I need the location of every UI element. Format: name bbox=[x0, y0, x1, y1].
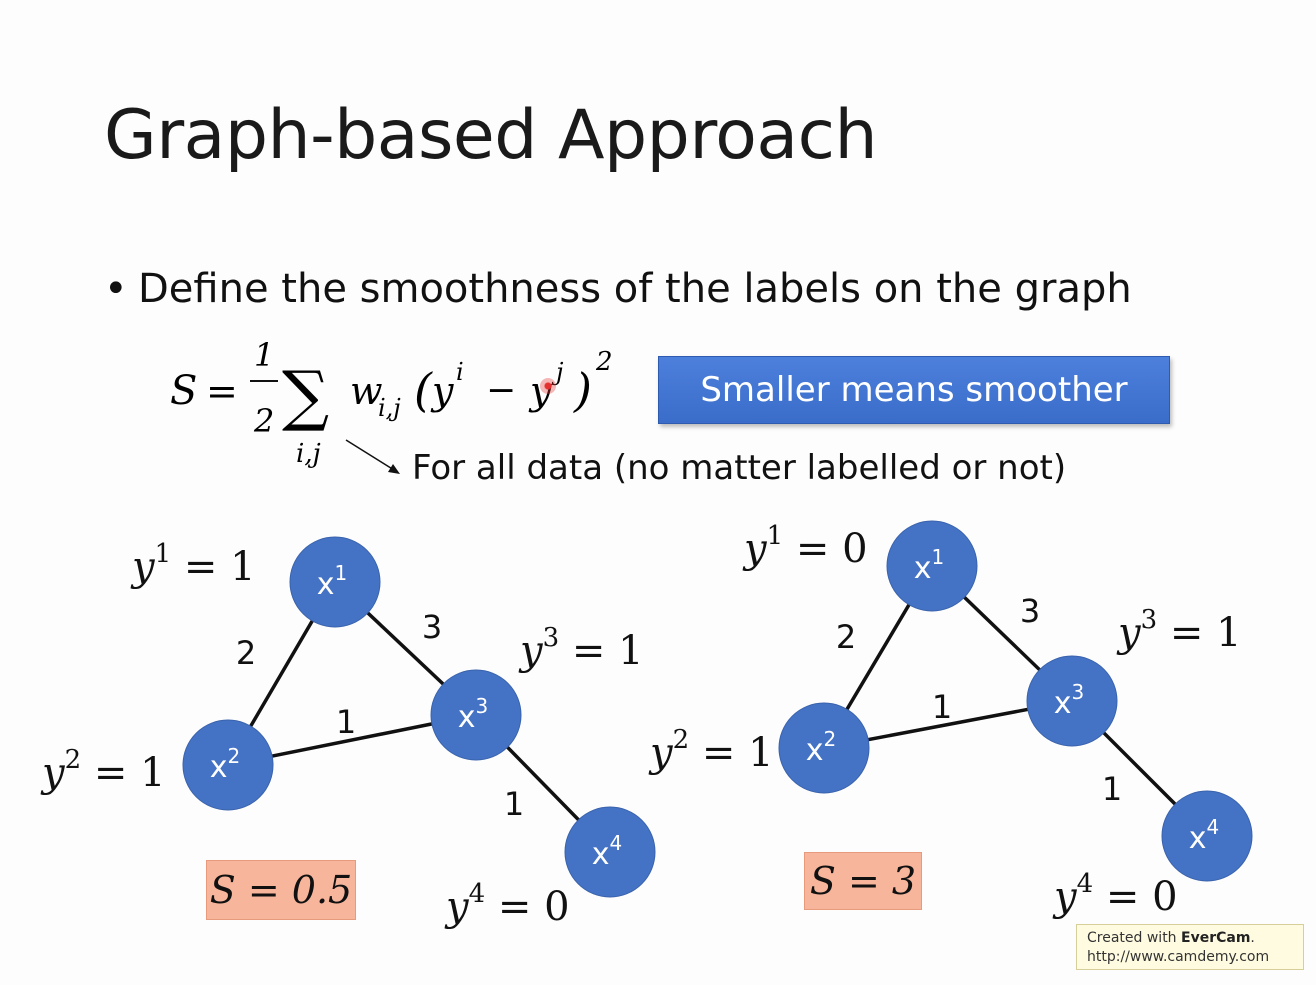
formula-fraction-numerator: 1 bbox=[254, 336, 274, 374]
node-label: x3 bbox=[458, 694, 489, 735]
formula-sigma-subscript: i,j bbox=[296, 439, 321, 469]
smoother-callout: Smaller means smoother bbox=[658, 356, 1170, 424]
formula-yi-superscript: i bbox=[456, 358, 464, 386]
graph-node bbox=[1161, 790, 1253, 882]
node-y-label: y4 = 0 bbox=[1052, 869, 1178, 920]
score-left: S = 0.5 bbox=[206, 860, 356, 920]
watermark-brand: EverCam bbox=[1181, 930, 1251, 946]
node-y-label: y2 = 1 bbox=[648, 725, 774, 776]
node-label: x2 bbox=[210, 744, 241, 785]
edge-weight-label: 3 bbox=[1020, 592, 1040, 630]
edge-weight-label: 1 bbox=[932, 688, 952, 726]
formula-minus: − bbox=[486, 370, 516, 411]
bullet-point: •Define the smoothness of the labels on … bbox=[104, 266, 1132, 312]
bullet-icon: • bbox=[104, 266, 128, 312]
graph-node bbox=[182, 719, 274, 811]
node-y-label: y3 = 1 bbox=[518, 623, 644, 674]
watermark-url: http://www.camdemy.com bbox=[1087, 949, 1270, 965]
node-label: x2 bbox=[806, 727, 837, 768]
formula-lhs: S bbox=[170, 368, 197, 414]
formula-close-paren: ) bbox=[573, 363, 592, 417]
node-y-label: y2 = 1 bbox=[40, 745, 166, 796]
formula-open-paren: ( bbox=[414, 363, 433, 417]
formula-sigma-icon: ∑ bbox=[282, 357, 329, 434]
pointer-cursor-icon bbox=[540, 378, 556, 394]
node-y-label: y1 = 0 bbox=[742, 521, 868, 572]
formula-power: 2 bbox=[595, 347, 613, 377]
graph-node bbox=[886, 520, 978, 612]
node-y-label: y1 = 1 bbox=[130, 539, 256, 590]
edge-weight-label: 1 bbox=[504, 785, 524, 823]
formula-yi: y bbox=[430, 369, 454, 413]
formula-weight-subscript: i,j bbox=[378, 394, 401, 422]
formula-weight: w bbox=[350, 369, 383, 413]
watermark-suffix: . bbox=[1250, 930, 1255, 946]
graph-node bbox=[430, 669, 522, 761]
node-label: x4 bbox=[1189, 815, 1220, 856]
node-label: x4 bbox=[592, 831, 623, 872]
node-y-label: y3 = 1 bbox=[1116, 605, 1242, 656]
watermark-prefix: Created with bbox=[1087, 930, 1182, 946]
graph-node bbox=[778, 702, 870, 794]
node-label: x1 bbox=[914, 545, 945, 586]
node-label: x1 bbox=[317, 561, 348, 602]
node-y-label: y4 = 0 bbox=[444, 879, 570, 930]
arrow-head-icon bbox=[388, 464, 400, 474]
smoothness-formula: S = 1 2 ∑ i,j w i,j ( y i − y j ) 2 bbox=[170, 336, 613, 469]
formula-fraction-denominator: 2 bbox=[253, 402, 274, 440]
graph-node bbox=[564, 806, 656, 898]
edge-weight-label: 1 bbox=[336, 703, 356, 741]
formula-equals: = bbox=[206, 369, 238, 413]
all-data-note: For all data (no matter labelled or not) bbox=[412, 448, 1067, 488]
edge-weight-label: 2 bbox=[236, 634, 256, 672]
bullet-text: Define the smoothness of the labels on t… bbox=[138, 266, 1132, 312]
slide-title: Graph-based Approach bbox=[104, 96, 878, 175]
edge-weight-label: 2 bbox=[836, 618, 856, 656]
graph-node bbox=[289, 536, 381, 628]
node-label: x3 bbox=[1054, 680, 1085, 721]
edge-weight-label: 1 bbox=[1102, 770, 1122, 808]
evercam-watermark: Created with EverCam. http://www.camdemy… bbox=[1076, 924, 1304, 970]
edge-weight-label: 3 bbox=[422, 608, 442, 646]
graph-node bbox=[1026, 655, 1118, 747]
score-right: S = 3 bbox=[804, 852, 922, 910]
